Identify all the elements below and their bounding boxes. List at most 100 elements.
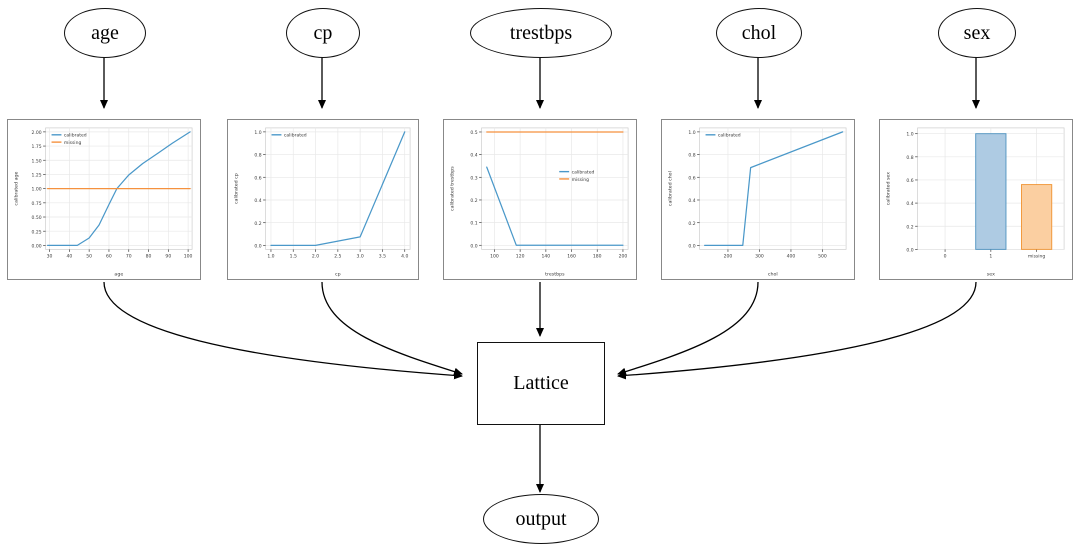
node-age[interactable]: age <box>64 8 146 58</box>
svg-text:0.4: 0.4 <box>688 198 695 204</box>
svg-text:missing: missing <box>572 177 590 183</box>
svg-text:missing: missing <box>64 140 82 146</box>
svg-text:2.0: 2.0 <box>312 253 319 259</box>
svg-text:3.5: 3.5 <box>379 253 386 259</box>
edge-cp-plot-to-lattice <box>321 281 463 376</box>
svg-text:0.2: 0.2 <box>906 224 913 230</box>
edge-age-plot-to-lattice <box>103 281 463 380</box>
node-age-label: age <box>91 21 119 44</box>
svg-text:1.00: 1.00 <box>32 187 42 193</box>
svg-text:0.25: 0.25 <box>32 229 42 235</box>
svg-text:calibrated chol: calibrated chol <box>667 171 673 206</box>
svg-text:100: 100 <box>184 253 193 259</box>
plot-panel-chol[interactable]: 0.0 0.2 0.4 0.6 0.8 1.0 200 300 400 500 chol calibr… <box>661 119 855 280</box>
svg-text:90: 90 <box>165 253 171 259</box>
svg-text:0.8: 0.8 <box>254 153 261 159</box>
svg-text:0.4: 0.4 <box>470 153 477 159</box>
svg-text:calibrated: calibrated <box>64 133 87 139</box>
svg-text:cp: cp <box>335 273 341 278</box>
node-chol-label: chol <box>741 21 777 44</box>
svg-text:120: 120 <box>516 253 525 259</box>
svg-text:0.2: 0.2 <box>254 221 261 227</box>
svg-text:0.4: 0.4 <box>254 198 261 204</box>
svg-text:0.75: 0.75 <box>32 201 42 207</box>
svg-text:1.0: 1.0 <box>906 132 913 138</box>
svg-text:0.00: 0.00 <box>32 243 42 249</box>
svg-text:calibrated: calibrated <box>572 170 595 176</box>
svg-text:1: 1 <box>989 253 992 259</box>
svg-text:200: 200 <box>619 253 628 259</box>
svg-text:1.0: 1.0 <box>688 130 695 136</box>
svg-text:0.0: 0.0 <box>906 247 913 253</box>
node-cp-label: cp <box>313 21 333 44</box>
plot-panel-trestbps[interactable]: 0.0 0.1 0.2 0.3 0.4 0.5 100 120 140 160 180 200 tres… <box>443 119 637 280</box>
svg-text:1.5: 1.5 <box>290 253 297 259</box>
svg-text:chol: chol <box>768 272 778 278</box>
svg-text:50: 50 <box>86 253 92 259</box>
svg-text:0: 0 <box>944 253 947 259</box>
svg-text:40: 40 <box>66 253 72 259</box>
node-cp[interactable]: cp <box>286 8 360 58</box>
node-sex-label: sex <box>963 21 991 44</box>
svg-text:500: 500 <box>818 253 827 259</box>
node-output[interactable]: output <box>483 494 599 544</box>
svg-text:1.0: 1.0 <box>254 130 261 136</box>
node-output-label: output <box>515 507 567 530</box>
node-trestbps-label: trestbps <box>509 21 573 44</box>
svg-text:400: 400 <box>787 253 796 259</box>
svg-text:1.0: 1.0 <box>267 253 274 259</box>
svg-text:2.00: 2.00 <box>32 130 42 136</box>
svg-text:trestbps: trestbps <box>545 272 565 278</box>
svg-text:calibrated: calibrated <box>284 133 307 139</box>
svg-text:1.50: 1.50 <box>32 158 42 164</box>
svg-text:0.3: 0.3 <box>470 175 477 181</box>
svg-text:0.6: 0.6 <box>906 178 913 184</box>
svg-text:160: 160 <box>567 253 576 259</box>
svg-text:30: 30 <box>47 253 53 259</box>
node-lattice[interactable]: Lattice <box>477 342 605 425</box>
svg-text:sex: sex <box>987 273 995 278</box>
svg-text:60: 60 <box>106 253 112 259</box>
edge-chol-plot-to-lattice <box>617 281 759 376</box>
svg-text:0.0: 0.0 <box>254 243 261 249</box>
svg-text:4.0: 4.0 <box>401 253 408 259</box>
svg-text:180: 180 <box>593 253 602 259</box>
svg-text:0.4: 0.4 <box>906 201 913 207</box>
svg-text:0.0: 0.0 <box>470 243 477 249</box>
svg-text:0.6: 0.6 <box>254 175 261 181</box>
svg-text:calibrated: calibrated <box>718 133 741 139</box>
node-chol[interactable]: chol <box>716 8 802 58</box>
svg-text:0.8: 0.8 <box>688 153 695 159</box>
svg-text:age: age <box>114 273 123 278</box>
svg-text:1.25: 1.25 <box>32 173 42 179</box>
svg-text:0.5: 0.5 <box>470 130 477 136</box>
svg-text:70: 70 <box>126 253 132 259</box>
svg-text:0.2: 0.2 <box>688 221 695 227</box>
svg-text:100: 100 <box>490 253 499 259</box>
svg-text:calibrated sex: calibrated sex <box>885 172 891 206</box>
node-lattice-label: Lattice <box>513 372 569 394</box>
svg-text:300: 300 <box>755 253 764 259</box>
svg-text:80: 80 <box>146 253 152 259</box>
svg-text:3.0: 3.0 <box>357 253 364 259</box>
svg-text:1.75: 1.75 <box>32 144 42 150</box>
svg-text:0.0: 0.0 <box>688 243 695 249</box>
svg-text:calibrated age: calibrated age <box>13 172 19 206</box>
plot-panel-sex[interactable]: 0.0 0.2 0.4 0.6 0.8 1.0 0 1 missing sex calibrated… <box>879 119 1073 280</box>
svg-text:0.8: 0.8 <box>906 155 913 161</box>
svg-text:calibrated trestbps: calibrated trestbps <box>449 166 455 211</box>
edge-sex-plot-to-lattice <box>617 281 977 380</box>
svg-text:0.6: 0.6 <box>688 175 695 181</box>
svg-text:0.1: 0.1 <box>470 221 477 227</box>
svg-text:2.5: 2.5 <box>334 253 341 259</box>
node-trestbps[interactable]: trestbps <box>470 8 612 58</box>
svg-text:0.2: 0.2 <box>470 198 477 204</box>
svg-text:200: 200 <box>724 253 733 259</box>
svg-text:140: 140 <box>542 253 551 259</box>
node-sex[interactable]: sex <box>938 8 1016 58</box>
plot-panel-cp[interactable]: 0.0 0.2 0.4 0.6 0.8 1.0 1.0 1.5 2.0 2.5 3.0 3.5 4.0 c… <box>227 119 419 280</box>
svg-text:calibrated cp: calibrated cp <box>233 173 239 204</box>
svg-text:missing: missing <box>1028 253 1046 259</box>
